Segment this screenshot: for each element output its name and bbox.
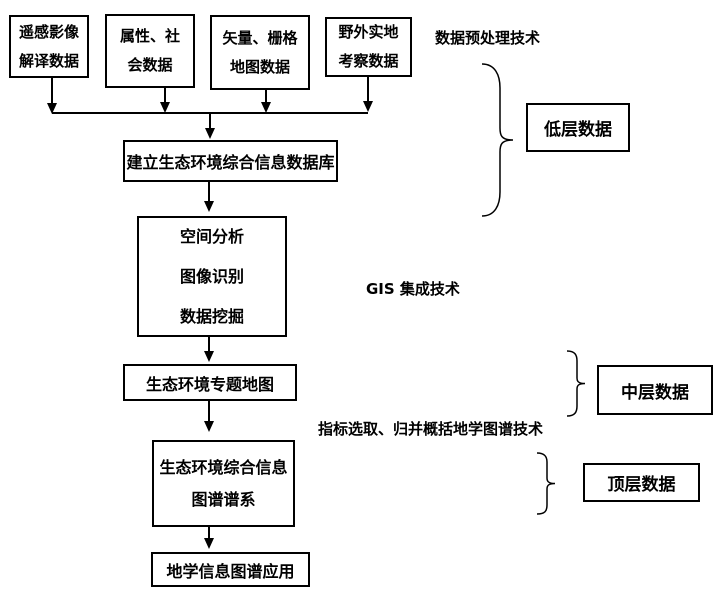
node-pedigree: 生态环境综合信息 图谱谱系 <box>152 440 295 527</box>
node-label: 数据挖掘 <box>179 306 244 326</box>
node-label: 建立生态环境综合信息数据库 <box>126 153 335 172</box>
node-label: 遥感影像 <box>18 22 79 41</box>
node-label: 矢量、栅格 <box>222 28 298 47</box>
node-field-survey-data: 野外实地 考察数据 <box>325 17 412 77</box>
arrowhead-src4 <box>363 101 373 112</box>
arrowhead-db-to-analysis <box>204 201 214 212</box>
node-application: 地学信息图谱应用 <box>151 552 310 587</box>
node-label: 生态环境综合信息 <box>159 457 288 477</box>
label-data-preprocessing: 数据预处理技术 <box>435 29 541 47</box>
node-mid-level-data: 中层数据 <box>597 365 713 415</box>
node-vector-raster-map-data: 矢量、栅格 地图数据 <box>210 15 310 90</box>
node-analysis: 空间分析 图像识别 数据挖掘 <box>137 216 287 337</box>
arrowhead-analysis-to-thematic <box>204 351 214 362</box>
brace-low-level <box>481 63 514 217</box>
node-label: 图像识别 <box>179 266 244 286</box>
brace-mid-level <box>566 350 586 417</box>
arrowhead-src1 <box>47 103 57 114</box>
node-label: 属性、社 <box>119 27 180 45</box>
node-thematic-map: 生态环境专题地图 <box>123 364 297 401</box>
node-database: 建立生态环境综合信息数据库 <box>123 140 338 182</box>
node-label: 空间分析 <box>179 226 244 246</box>
brace-top-level <box>536 452 556 515</box>
node-label: 考察数据 <box>338 52 399 70</box>
node-label: 会数据 <box>127 56 173 74</box>
node-low-level-data: 低层数据 <box>526 103 630 152</box>
node-label: 图谱谱系 <box>191 489 256 509</box>
node-label: 地图数据 <box>229 57 290 76</box>
node-label: 低层数据 <box>544 120 612 140</box>
label-gis-integration: GIS 集成技术 <box>366 280 460 298</box>
arrowhead-src3 <box>261 102 271 113</box>
node-label: 地学信息图谱应用 <box>166 561 295 581</box>
arrowhead-thematic-to-pedigree <box>204 421 214 432</box>
node-label: 野外实地 <box>338 23 399 41</box>
arrowhead-to-database <box>205 128 215 139</box>
arrowhead-pedigree-to-app <box>204 538 214 549</box>
label-index-selection: 指标选取、归并概括地学图谱技术 <box>318 420 544 438</box>
node-top-level-data: 顶层数据 <box>583 463 700 502</box>
node-remote-sensing-data: 遥感影像 解译数据 <box>9 15 89 78</box>
node-label: 中层数据 <box>621 382 689 403</box>
node-label: 生态环境专题地图 <box>145 374 274 394</box>
arrowhead-src2 <box>160 102 170 113</box>
node-label: 解译数据 <box>18 51 79 70</box>
node-attribute-social-data: 属性、社 会数据 <box>105 14 195 88</box>
node-label: 顶层数据 <box>607 475 676 495</box>
